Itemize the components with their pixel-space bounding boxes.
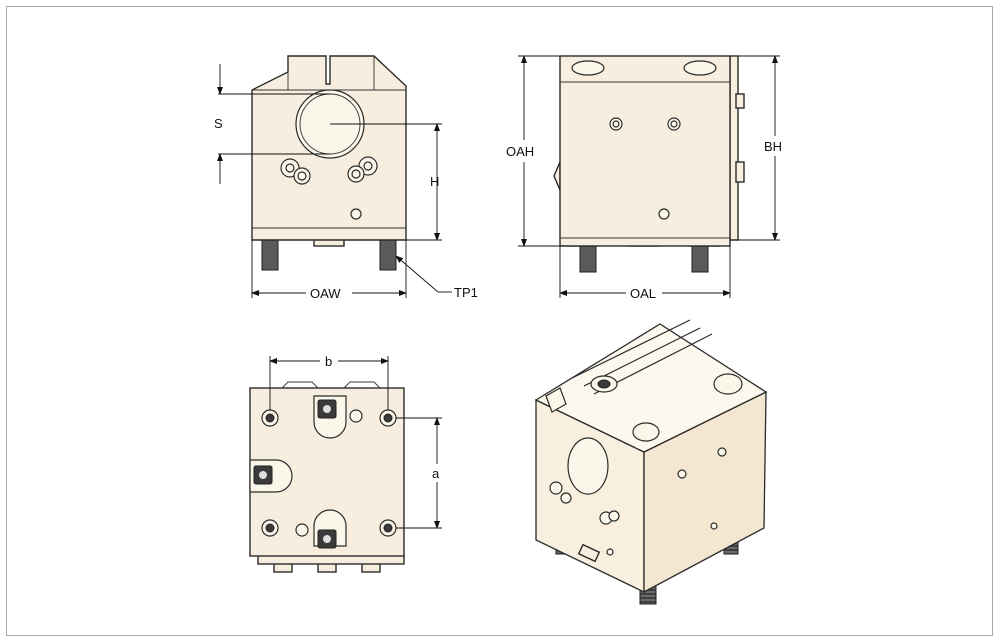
label-oaw: OAW	[310, 286, 341, 301]
dim-bh: BH	[730, 55, 782, 241]
label-a: a	[432, 466, 440, 481]
dim-oal: OAL	[559, 246, 731, 301]
label-oal: OAL	[630, 286, 656, 301]
front-stud-right	[379, 239, 397, 271]
label-oah: OAH	[506, 144, 534, 159]
dim-oaw: OAW	[251, 240, 407, 301]
drawing-frame	[6, 6, 993, 636]
label-tp1: TP1	[454, 285, 478, 300]
label-h: H	[430, 174, 439, 189]
side-rear-plate	[729, 55, 739, 241]
label-b: b	[325, 354, 332, 369]
side-body	[559, 55, 731, 247]
front-view	[251, 55, 407, 271]
dim-tp1: TP1	[395, 255, 478, 300]
bottom-view	[249, 381, 405, 573]
label-s: S	[214, 116, 223, 131]
dim-h: H	[330, 123, 442, 241]
dim-b: b	[269, 354, 389, 410]
dim-a: a	[396, 417, 442, 529]
iso-top-face	[534, 323, 768, 453]
dim-s: S	[214, 64, 330, 184]
side-view	[553, 55, 745, 273]
label-bh: BH	[764, 139, 782, 154]
front-stud-left	[261, 239, 279, 271]
front-small-hole	[350, 208, 362, 220]
isometric-view	[534, 319, 768, 605]
dim-oah: OAH	[506, 55, 568, 247]
